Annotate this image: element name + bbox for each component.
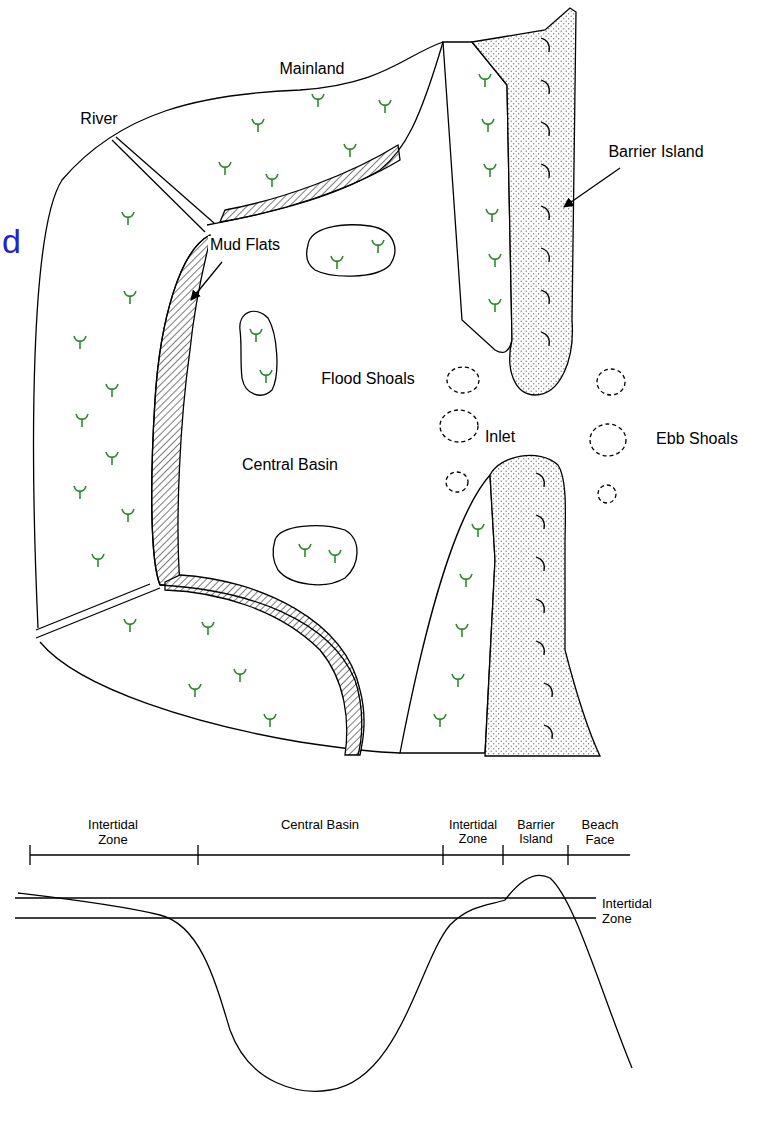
map-label: Central Basin xyxy=(242,456,338,474)
beach-cusp xyxy=(544,725,552,739)
beach-cusp xyxy=(541,290,549,304)
marsh-plant xyxy=(234,669,246,682)
marsh-plant xyxy=(489,254,501,267)
marsh-plant xyxy=(219,162,231,175)
marsh-plant xyxy=(76,414,88,427)
barrier-island xyxy=(485,455,600,756)
marsh-plant xyxy=(74,486,86,499)
marsh-plant xyxy=(434,714,446,727)
marsh-plant xyxy=(122,509,134,522)
profile-label: Intertidal Zone xyxy=(73,818,153,848)
title-fragment: d xyxy=(2,222,21,261)
beach-cusps xyxy=(536,38,552,739)
leader-arrow xyxy=(564,168,620,207)
marsh-island xyxy=(307,225,395,276)
barrier-island xyxy=(472,8,576,395)
beach-cusp xyxy=(541,122,549,136)
marsh-plant xyxy=(124,291,136,304)
beach-cusp xyxy=(536,557,544,571)
marsh-plant xyxy=(260,370,272,383)
marsh-plant xyxy=(456,624,468,637)
beach-cusp xyxy=(541,164,549,178)
leader-arrow xyxy=(191,262,222,300)
marsh-plant xyxy=(489,299,501,312)
map-label: River xyxy=(80,110,117,128)
marsh-plant xyxy=(486,209,498,222)
marsh-plant xyxy=(106,452,118,465)
marsh-island xyxy=(273,526,357,585)
river xyxy=(116,137,214,223)
marsh-plant xyxy=(266,174,278,187)
marsh-plant xyxy=(472,524,484,537)
beach-cusp xyxy=(541,248,549,262)
river xyxy=(36,588,160,638)
marsh-plant xyxy=(460,574,472,587)
marsh-plant xyxy=(124,619,136,632)
axis-tick xyxy=(30,845,568,865)
marsh-plant xyxy=(74,336,86,349)
profile-label: Central Basin xyxy=(280,818,360,833)
marsh-plant xyxy=(92,554,104,567)
beach-cusp xyxy=(536,473,544,487)
map-label: Inlet xyxy=(485,428,515,446)
marsh-edge xyxy=(207,42,443,225)
beach-cusp xyxy=(536,641,544,655)
water-level xyxy=(15,897,596,898)
marsh-plant xyxy=(252,119,264,132)
beach-cusp xyxy=(536,599,544,613)
marsh-plant xyxy=(122,212,134,225)
profile-label: Beach Face xyxy=(570,818,630,848)
beach-cusp xyxy=(541,38,549,52)
marsh-plant xyxy=(299,544,311,557)
map-label: Mud Flats xyxy=(208,236,282,254)
water-level xyxy=(15,917,596,918)
profile-label: Barrier Island xyxy=(507,818,565,847)
shoal xyxy=(440,367,626,503)
marsh-plant xyxy=(484,164,496,177)
profile xyxy=(15,845,632,1091)
marsh-plant xyxy=(482,119,494,132)
beach-cusp xyxy=(541,206,549,220)
map-label: Mainland xyxy=(280,60,345,78)
marsh-plant xyxy=(452,674,464,687)
river xyxy=(112,140,205,232)
marsh-island xyxy=(240,311,277,395)
beach-cusp xyxy=(536,515,544,529)
beach-cusp xyxy=(541,332,549,346)
marsh-strip xyxy=(443,42,512,352)
profile-label: Intertidal Zone xyxy=(602,897,682,927)
mud-flat xyxy=(165,575,364,755)
zone-axis xyxy=(30,854,630,855)
marsh-plant xyxy=(331,256,343,269)
marsh-plants xyxy=(74,74,501,727)
marsh-plant xyxy=(189,684,201,697)
beach-cusp xyxy=(541,80,549,94)
map-label: Barrier Island xyxy=(608,143,703,161)
marsh-plant xyxy=(250,329,262,342)
profile-label: Intertidal Zone xyxy=(444,818,502,847)
marsh-plant xyxy=(202,622,214,635)
mud-flat xyxy=(220,145,400,222)
map-label: Flood Shoals xyxy=(321,370,414,388)
marsh-edge xyxy=(160,585,362,755)
marsh-plant xyxy=(329,550,341,563)
marsh-plant xyxy=(312,94,324,107)
mainland-shore xyxy=(34,42,443,628)
marsh-plant xyxy=(379,100,391,113)
marsh-plant xyxy=(479,74,491,87)
marsh-plant xyxy=(264,714,276,727)
beach-cusp xyxy=(544,683,552,697)
marsh-plant xyxy=(372,240,384,253)
map-label: Ebb Shoals xyxy=(656,430,738,448)
map xyxy=(34,8,626,756)
marsh-strip xyxy=(400,475,495,753)
marsh-plant xyxy=(106,384,118,397)
profile-curve xyxy=(18,875,632,1091)
marsh-plant xyxy=(344,144,356,157)
